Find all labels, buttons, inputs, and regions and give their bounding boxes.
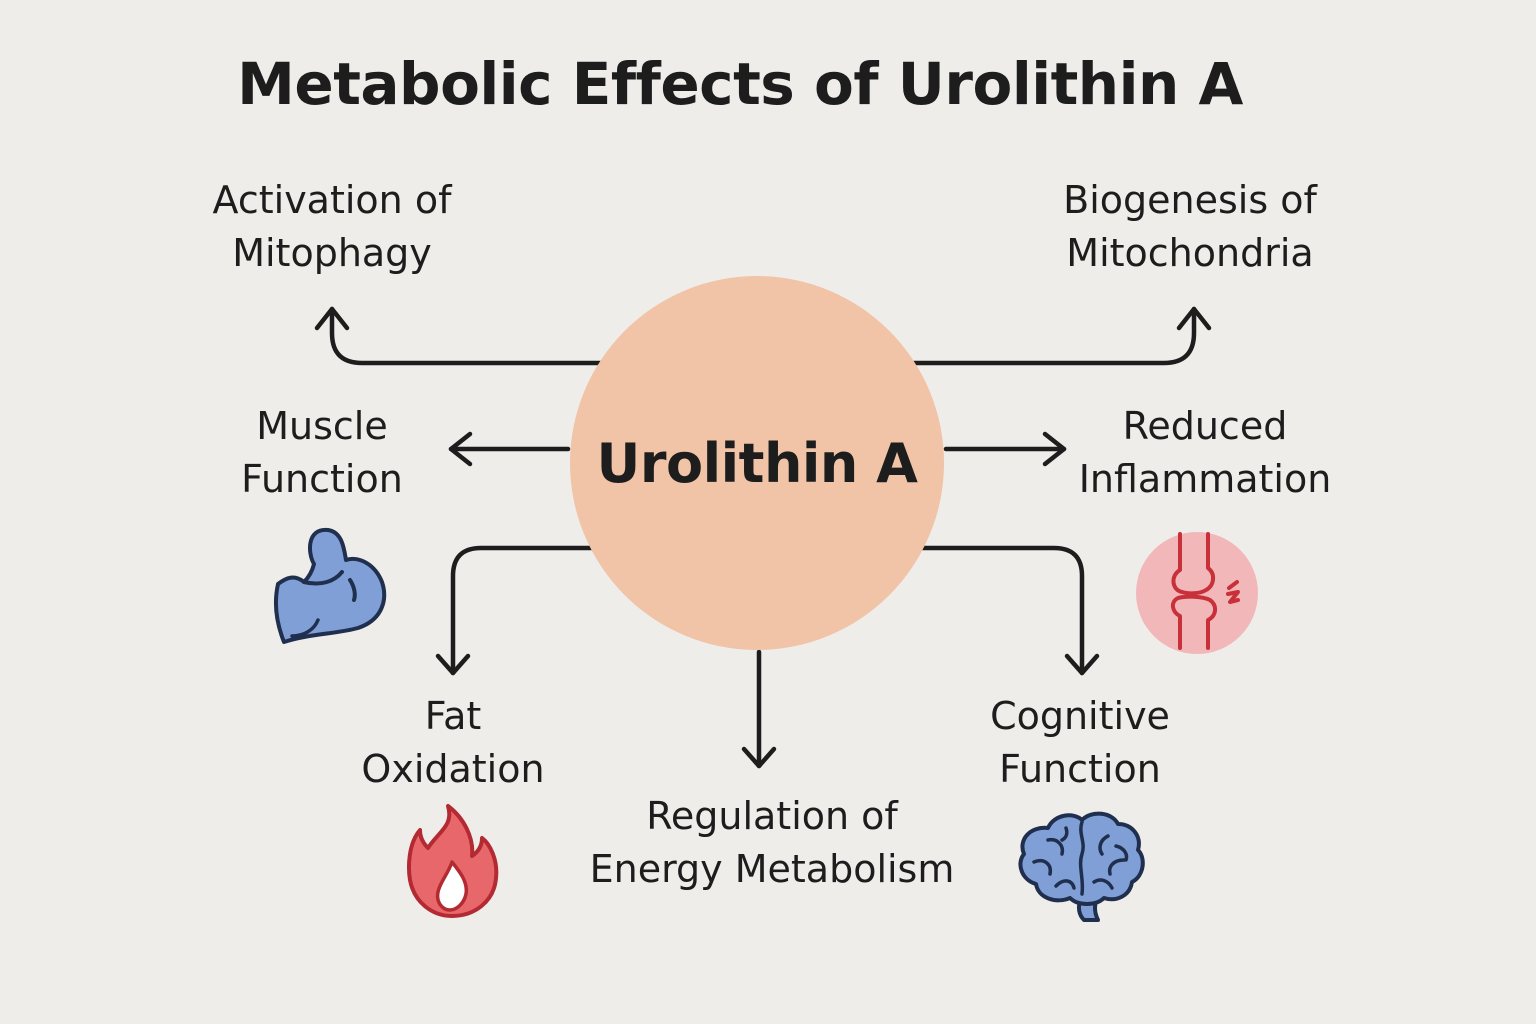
urolithin-a-hub: Urolithin A (570, 276, 944, 650)
node-biogenesis-line1: Biogenesis of (1063, 178, 1317, 222)
node-fat-oxidation: Fat Oxidation (336, 690, 570, 796)
node-energy-line1: Regulation of (646, 794, 898, 838)
arrowhead-cognitive (1064, 653, 1100, 676)
node-biogenesis-line2: Mitochondria (1066, 231, 1314, 275)
node-cognitive: Cognitive Function (960, 690, 1200, 796)
node-cognitive-line2: Function (999, 747, 1161, 791)
arrow-to-cognitive (919, 545, 1085, 676)
node-energy-line2: Energy Metabolism (589, 847, 955, 891)
node-inflammation: Reduced Inflammation (1060, 400, 1350, 506)
arrow-to-mitophagy (329, 306, 603, 366)
node-muscle-line2: Function (241, 457, 403, 501)
brain-icon (1018, 811, 1145, 922)
arrowhead-biogenesis (1176, 306, 1212, 331)
arrowhead-inflammation (1042, 431, 1067, 467)
flame-icon (407, 804, 499, 918)
node-biogenesis: Biogenesis of Mitochondria (1020, 174, 1360, 280)
node-inflammation-line2: Inflammation (1078, 457, 1332, 501)
node-muscle-line1: Muscle (256, 404, 388, 448)
node-muscle: Muscle Function (202, 400, 442, 506)
node-cognitive-line1: Cognitive (990, 694, 1170, 738)
node-mitophagy: Activation of Mitophagy (172, 174, 492, 280)
node-inflammation-line1: Reduced (1122, 404, 1288, 448)
hub-label: Urolithin A (596, 431, 918, 495)
page-title: Metabolic Effects of Urolithin A (237, 50, 1243, 118)
arrowhead-energy (741, 746, 777, 769)
node-fat-line2: Oxidation (361, 747, 545, 791)
knee-joint-icon (1136, 532, 1258, 654)
flexed-bicep-icon (274, 527, 387, 644)
arrow-to-biogenesis (911, 306, 1197, 366)
node-fat-line1: Fat (424, 694, 482, 738)
arrowhead-fat (435, 653, 471, 676)
arrow-to-fat (450, 545, 595, 676)
node-mitophagy-line2: Mitophagy (232, 231, 432, 275)
node-energy-metabolism: Regulation of Energy Metabolism (560, 790, 984, 896)
arrowhead-mitophagy (314, 306, 350, 331)
node-mitophagy-line1: Activation of (212, 178, 452, 222)
arrowhead-muscle (448, 431, 473, 467)
